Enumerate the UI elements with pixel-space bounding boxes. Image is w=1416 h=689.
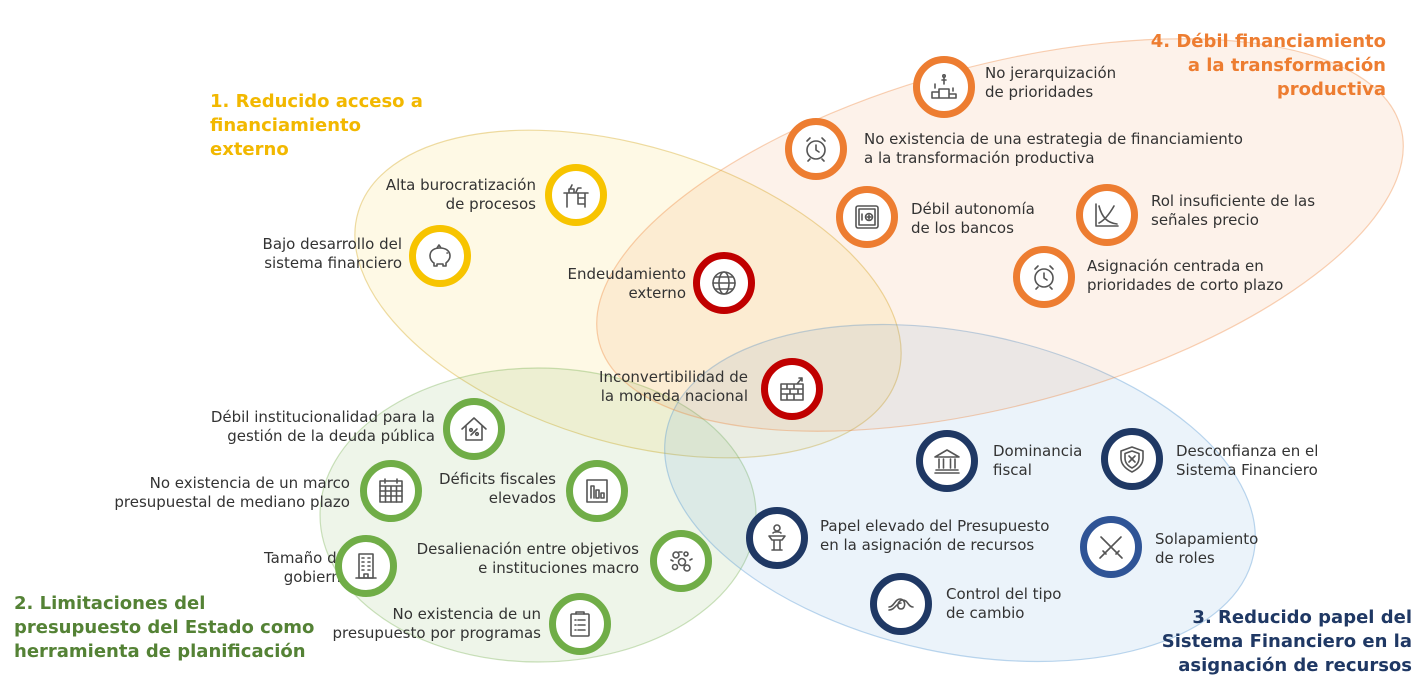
group-2-title: 2. Limitaciones del presupuesto del Esta…	[14, 593, 315, 662]
item-label-endeudamiento: Endeudamiento externo	[567, 265, 686, 302]
house-icon	[443, 398, 505, 460]
item-label-inconvertibilidad: Inconvertibilidad de la moneda nacional	[599, 368, 748, 405]
item-label-tipo-cambio: Control del tipo de cambio	[946, 585, 1062, 622]
bar-chart-icon	[566, 460, 628, 522]
item-label-papel-presupuesto: Papel elevado del Presupuesto en la asig…	[820, 517, 1050, 554]
clipboard-icon	[549, 593, 611, 655]
safe-icon	[836, 186, 898, 248]
item-label-solapamiento: Solapamiento de roles	[1155, 530, 1259, 567]
globe-icon	[693, 252, 755, 314]
item-label-corto-plazo: Asignación centrada en prioridades de co…	[1087, 257, 1284, 294]
lectern-icon	[746, 507, 808, 569]
group-1-title: 1. Reducido acceso a financiamiento exte…	[210, 91, 423, 160]
item-label-senales-precio: Rol insuficiente de las señales precio	[1151, 192, 1316, 229]
group-4-title: 4. Débil financiamiento a la transformac…	[1150, 31, 1386, 100]
group-3-title: 3. Reducido papel del Sistema Financiero…	[1161, 607, 1412, 676]
alarm-clock-icon	[785, 118, 847, 180]
item-label-presupuesto-programas: No existencia de un presupuesto por prog…	[332, 605, 541, 642]
item-label-desalineacion: Desalienación entre objetivos e instituc…	[416, 540, 639, 577]
alarm-clock-icon-2	[1013, 246, 1075, 308]
item-label-estrategia: No existencia de una estrategia de finan…	[864, 130, 1243, 167]
item-label-jerarquizacion: No jerarquización de prioridades	[985, 64, 1117, 101]
podium-icon	[913, 56, 975, 118]
piggy-bank-icon	[409, 225, 471, 287]
bank-icon	[916, 430, 978, 492]
item-label-deficits: Déficits fiscales elevados	[438, 470, 556, 507]
shield-icon	[1101, 428, 1163, 490]
desk-icon	[545, 164, 607, 226]
building-icon	[335, 535, 397, 597]
calendar-icon	[360, 460, 422, 522]
curve-chart-icon	[1076, 184, 1138, 246]
item-label-desconfianza: Desconfianza en el Sistema Financiero	[1176, 442, 1319, 479]
knot-icon	[870, 573, 932, 635]
item-label-autonomia: Débil autonomía de los bancos	[911, 200, 1035, 237]
scattered-icon	[650, 530, 712, 592]
item-label-marco-presupuestal: No existencia de un marco presupuestal d…	[114, 474, 350, 511]
item-label-sistema-financiero: Bajo desarrollo del sistema financiero	[262, 235, 402, 272]
item-label-burocratizacion: Alta burocratización de procesos	[385, 176, 536, 213]
crossed-swords-icon	[1080, 516, 1142, 578]
brick-wall-icon	[761, 358, 823, 420]
item-label-dominancia: Dominancia fiscal	[993, 442, 1083, 479]
item-label-deuda-publica: Débil institucionalidad para la gestión …	[210, 408, 435, 445]
